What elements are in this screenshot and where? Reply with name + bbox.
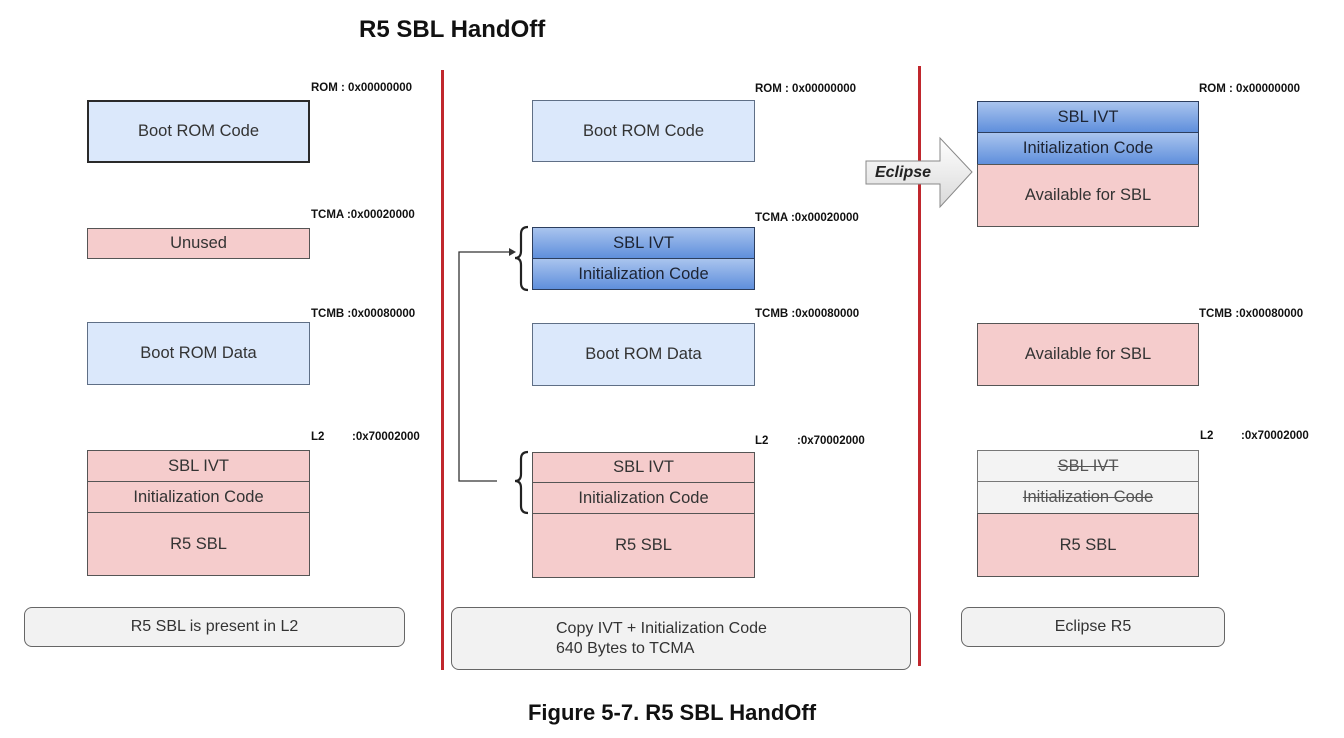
- col1-addr-tcma: TCMA :0x00020000: [311, 209, 415, 221]
- brace-tcma: [514, 225, 529, 292]
- eclipse-arrow: [865, 136, 973, 209]
- col3-r5-sbl: R5 SBL: [977, 513, 1199, 577]
- col2-addr-l2-value: :0x70002000: [797, 435, 865, 447]
- col1-note: R5 SBL is present in L2: [24, 607, 405, 647]
- col1-addr-l2: L2: [311, 431, 325, 443]
- col2-note: Copy IVT + Initialization Code 640 Bytes…: [451, 607, 911, 670]
- divider-right: [918, 66, 921, 666]
- col3-rom-sbl-ivt: SBL IVT: [977, 101, 1199, 133]
- col3-addr-l2: L2: [1200, 430, 1214, 442]
- col2-boot-rom-code: Boot ROM Code: [532, 100, 755, 162]
- copy-path-line: [458, 251, 509, 482]
- col2-addr-rom: ROM : 0x00000000: [755, 83, 857, 95]
- col2-boot-rom-data: Boot ROM Data: [532, 323, 755, 386]
- col2-tcma-init-code: Initialization Code: [532, 258, 755, 290]
- col2-r5-sbl: R5 SBL: [532, 513, 755, 578]
- col1-boot-rom-data: Boot ROM Data: [87, 322, 310, 385]
- col2-addr-tcmb: TCMB :0x00080000: [755, 308, 860, 320]
- figure-caption: Figure 5-7. R5 SBL HandOff: [527, 700, 817, 725]
- col1-addr-tcmb: TCMB :0x00080000: [311, 308, 416, 320]
- divider-left: [441, 70, 444, 670]
- col2-addr-l2: L2: [755, 435, 769, 447]
- col1-addr-rom: ROM : 0x00000000: [311, 82, 413, 94]
- brace-l2: [514, 450, 529, 515]
- col1-init-code: Initialization Code: [87, 481, 310, 513]
- col2-tcma-sbl-ivt: SBL IVT: [532, 227, 755, 259]
- col1-sbl-ivt: SBL IVT: [87, 450, 310, 482]
- col2-addr-tcma: TCMA :0x00020000: [755, 212, 859, 224]
- col2-init-code: Initialization Code: [532, 482, 755, 514]
- col1-addr-l2-value: :0x70002000: [352, 431, 420, 443]
- col3-addr-tcmb: TCMB :0x00080000: [1199, 308, 1304, 320]
- col3-addr-l2-value: :0x70002000: [1241, 430, 1309, 442]
- col3-tcmb-available: Available for SBL: [977, 323, 1199, 386]
- col3-rom-init-code: Initialization Code: [977, 132, 1199, 165]
- col3-note: Eclipse R5: [961, 607, 1225, 647]
- col2-note-line2: 640 Bytes to TCMA: [556, 639, 695, 657]
- eclipse-arrow-label: Eclipse: [874, 163, 932, 181]
- col3-init-code-struck: Initialization Code: [977, 481, 1199, 514]
- col1-unused: Unused: [87, 228, 310, 259]
- col3-addr-rom: ROM : 0x00000000: [1199, 83, 1301, 95]
- col1-r5-sbl: R5 SBL: [87, 512, 310, 576]
- copy-path-arrowhead: [509, 248, 516, 256]
- col3-rom-available: Available for SBL: [977, 164, 1199, 227]
- col3-sbl-ivt-struck: SBL IVT: [977, 450, 1199, 482]
- col1-boot-rom-code: Boot ROM Code: [87, 100, 310, 163]
- diagram-title: R5 SBL HandOff: [359, 16, 546, 43]
- col2-sbl-ivt: SBL IVT: [532, 452, 755, 483]
- col2-note-line1: Copy IVT + Initialization Code: [556, 619, 767, 637]
